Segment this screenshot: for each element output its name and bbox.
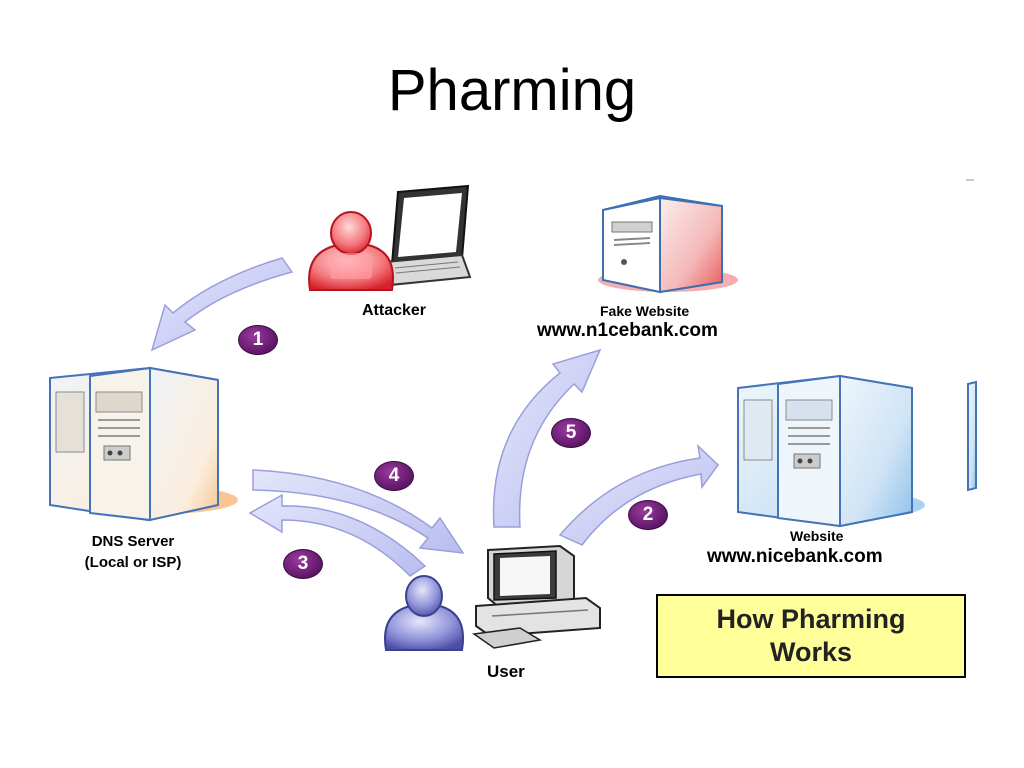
website-server-icon <box>737 374 977 528</box>
attacker-icon <box>308 211 394 291</box>
laptop-icon <box>383 184 472 287</box>
how-box-line2: Works <box>769 637 853 667</box>
how-box-line1: How Pharming <box>716 604 906 634</box>
fake-server-icon <box>598 194 738 294</box>
how-pharming-works-box: How Pharming Works <box>656 594 966 678</box>
user-icon <box>384 575 464 651</box>
attacker-figure <box>308 184 472 291</box>
arrow-step-3 <box>248 493 427 577</box>
dns-server-subtitle: (Local or ISP) <box>84 554 182 571</box>
arrow-step-4 <box>252 469 465 554</box>
user-computer-icon <box>471 544 601 649</box>
arrow-step-2 <box>558 443 719 546</box>
user-label: User <box>487 662 525 681</box>
dns-server-icon <box>49 366 238 522</box>
website-label: Website <box>790 528 844 544</box>
step-badge-3: 3 <box>283 549 323 579</box>
website-url-label: www.nicebank.com <box>707 546 883 567</box>
arrow-step-5 <box>492 348 602 528</box>
step-badge-5: 5 <box>551 418 591 448</box>
fake-website-label: Fake Website <box>600 303 690 319</box>
step-badge-2: 2 <box>628 500 668 530</box>
step-badge-1: 1 <box>238 325 278 355</box>
dns-server-label: DNS Server (Local or ISP) <box>58 531 208 573</box>
step-badge-4: 4 <box>374 461 414 491</box>
arrow-step-1 <box>150 257 294 352</box>
fake-url-label: www.n1cebank.com <box>537 320 718 341</box>
slide-title: Pharming <box>387 58 637 123</box>
dns-server-title: DNS Server <box>91 533 175 550</box>
attacker-label: Attacker <box>362 302 427 319</box>
